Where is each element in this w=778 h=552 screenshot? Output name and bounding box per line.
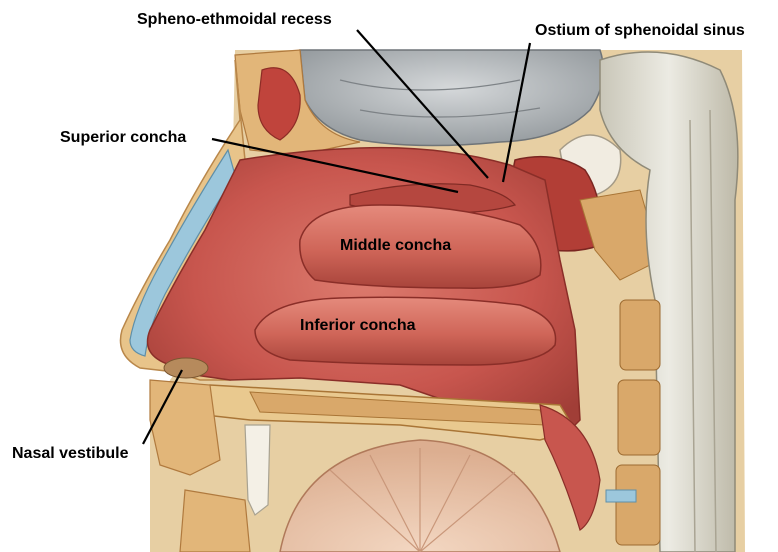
- leader-line-ostium-sphenoidal-sinus: [501, 42, 532, 183]
- incisor-tooth: [244, 424, 271, 516]
- vertebra-2: [617, 379, 661, 456]
- label-middle-concha: Middle concha: [340, 237, 452, 254]
- tongue-muscle-fibers: [329, 448, 516, 552]
- label-spheno-ethmoidal-recess: Spheno-ethmoidal recess: [137, 11, 332, 28]
- sphenoid-bone-spongy: [579, 189, 661, 281]
- middle-concha-shape: [299, 204, 542, 289]
- leader-line-nasal-vestibule: [142, 369, 183, 445]
- frontal-sinus: [257, 67, 301, 141]
- lower-lip: [179, 489, 251, 552]
- label-nasal-vestibule: Nasal vestibule: [12, 445, 129, 462]
- soft-palate: [539, 404, 601, 531]
- leader-line-spheno-ethmoidal-recess: [356, 29, 489, 179]
- upper-lip: [149, 379, 221, 476]
- label-inferior-concha: Inferior concha: [300, 317, 416, 334]
- leader-line-superior-concha: [211, 137, 459, 194]
- inferior-concha-shape: [254, 296, 557, 366]
- nasal-cartilage: [129, 148, 236, 357]
- spinal-canal-lines: [689, 109, 717, 552]
- brainstem-column: [599, 51, 739, 552]
- label-ostium-of-sphenoidal-sinus: Ostium of sphenoidal sinus: [535, 22, 745, 39]
- vertebra-3: [615, 464, 661, 546]
- nasal-vestibule-shape: [163, 357, 209, 379]
- cranial-cavity-brain: [299, 49, 605, 147]
- label-superior-concha: Superior concha: [60, 129, 187, 146]
- intervertebral-disc: [605, 489, 637, 503]
- vertebra-1: [619, 299, 661, 371]
